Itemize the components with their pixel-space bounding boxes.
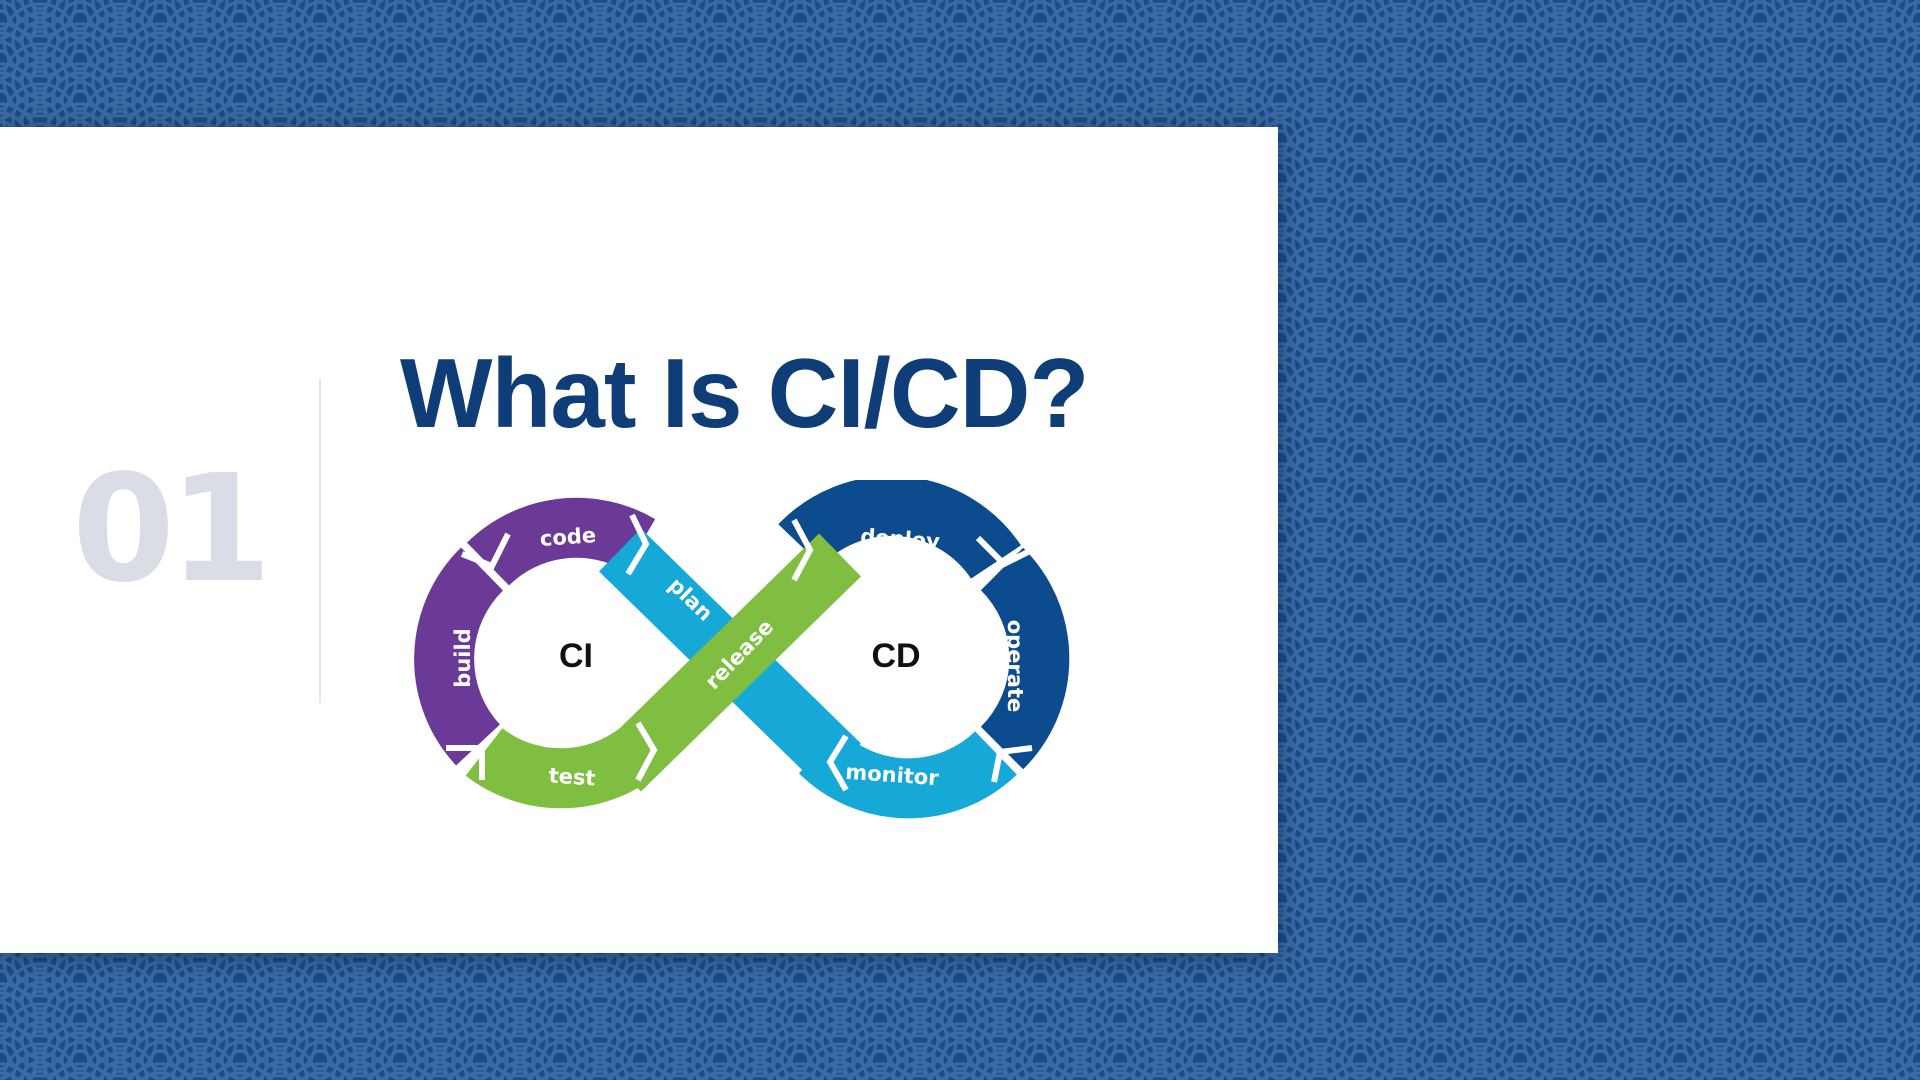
arrow-test-to-release: [635, 721, 658, 782]
arrow-operate-to-monitor: [991, 745, 1033, 783]
segment-release: [599, 533, 861, 792]
stage-label-test: test: [548, 763, 596, 790]
segment-operate: [980, 547, 1070, 770]
cd-center-label: CD: [871, 637, 920, 675]
stage-label-operate: operate: [1003, 620, 1027, 713]
ci-center-label: CI: [559, 637, 593, 675]
segment-build: [414, 547, 504, 766]
ci-cd-infinity-diagram: code build test plan release deploy oper…: [414, 480, 1070, 819]
segment-deploy: [778, 480, 1021, 580]
arrow-build-to-test: [446, 745, 485, 780]
arrow-release-to-deploy: [791, 518, 814, 582]
arrow-deploy-to-operate: [975, 535, 1034, 568]
stage-label-code: code: [539, 523, 597, 551]
section-number: 01: [72, 443, 272, 615]
arrow-build-to-code: [460, 532, 511, 570]
segment-monitor: [798, 730, 1017, 819]
segment-code: [466, 497, 656, 587]
vertical-divider: [319, 378, 321, 703]
stage-label-deploy: deploy: [860, 524, 941, 554]
arrow-code-to-plan: [625, 513, 650, 576]
arrow-plan-to-monitor: [826, 734, 849, 792]
stage-label-build: build: [451, 628, 475, 687]
slide-title: What Is CI/CD?: [400, 338, 1089, 448]
